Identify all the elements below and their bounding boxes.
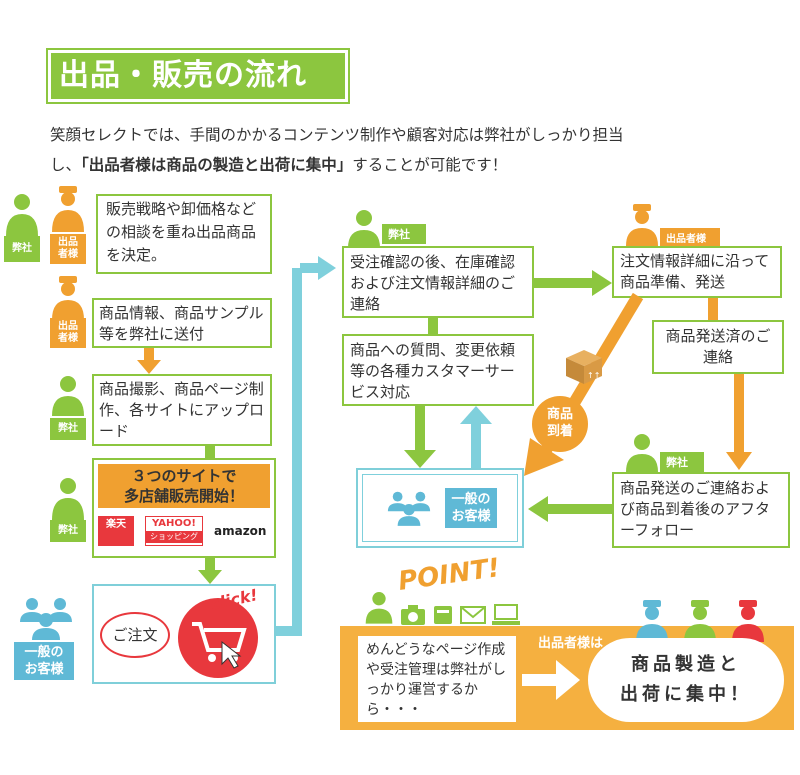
page-title: 出品・販売の流れ [51, 53, 345, 99]
company-tag-2: 弊社 [50, 418, 86, 440]
intro-line-1: 笑顔セレクトでは、手間のかかるコンテンツ制作や顧客対応は弊社がしっかり担当 [50, 120, 750, 150]
step4-line1: ３つのサイトで [98, 466, 270, 486]
seller-box-2: 商品発送済のご連絡 [652, 320, 784, 374]
arrow-down-orange [137, 348, 161, 374]
intro-line-2-post: することが可能です！ [352, 156, 507, 174]
company-tag-5: 弊社 [660, 452, 704, 472]
connector-blue-v [292, 268, 302, 636]
arrow-down-green-2 [404, 406, 436, 468]
arrow-down-orange-2 [726, 374, 752, 470]
customer-box-inner: 一般のお客様 [362, 474, 518, 542]
amazon-logo: amazon [214, 522, 270, 541]
tool-icons [400, 604, 520, 626]
company-tag-4: 弊社 [382, 224, 426, 244]
company-person-icon-2 [50, 374, 86, 416]
seller-tag-3: 出品者様 [660, 228, 720, 246]
intro-line-2: し、「出品者様は商品の製造と出荷に集中」することが可能です！ [50, 150, 750, 180]
customer-group-icon [14, 596, 78, 640]
connector-3 [708, 298, 718, 320]
step4-box: ３つのサイトで 多店舗販売開始！ 楽天 YAHOO! ショッピング amazon [92, 458, 276, 558]
order-speech-bubble: ご注文 [100, 612, 170, 658]
customer-label-2-b: お客様 [451, 508, 490, 525]
arrow-right-white [522, 660, 580, 700]
arrival-badge: 商品 到着 [532, 396, 588, 452]
arrival-badge-b: 到着 [532, 423, 588, 440]
company-box-2: 商品への質問、変更依頼等の各種カスタマーサービス対応 [342, 334, 534, 406]
site-logos: 楽天 YAHOO! ショッピング amazon [98, 516, 270, 546]
company-tag-3: 弊社 [50, 520, 86, 542]
customer-group-icon-2 [383, 486, 435, 530]
intro-line-2-bold: 「出品者様は商品の製造と出荷に集中」 [81, 156, 352, 174]
point-seller-label: 出品者様は [538, 632, 603, 651]
step2-box: 商品情報、商品サンプル等を弊社に送付 [92, 298, 272, 348]
seller-person-icon-3 [624, 204, 660, 246]
customer-tag-b: お客様 [14, 661, 74, 678]
company-person-icon-4 [346, 208, 382, 248]
arrow-left-green [528, 496, 614, 522]
focus-line1: 商品製造と [588, 650, 784, 680]
package-icon: ↑↑ [562, 346, 606, 390]
seller-tag-2: 出品者様 [50, 318, 86, 348]
intro-text: 笑顔セレクトでは、手間のかかるコンテンツ制作や顧客対応は弊社がしっかり担当 し、… [50, 120, 750, 180]
camera-icon [400, 604, 426, 626]
customer-label-2-a: 一般の [451, 491, 490, 508]
connector-2 [428, 318, 438, 334]
yahoo-sub-label: ショッピング [146, 531, 202, 543]
customer-tag-a: 一般の [14, 644, 74, 661]
title-frame: 出品・販売の流れ [46, 48, 350, 104]
seller-person-icon [50, 186, 86, 232]
rakuten-logo: 楽天 [98, 516, 134, 546]
customer-label-2: 一般のお客様 [445, 488, 496, 528]
rakuten-label: 楽天 [106, 519, 126, 530]
mail-icon [460, 604, 486, 626]
step3-box: 商品撮影、商品ページ制作、各サイトにアップロード [92, 374, 272, 446]
customer-tag: 一般のお客様 [14, 642, 74, 680]
point-text-box: めんどうなページ作成や受注管理は弊社がしっかり運営するから・・・ [356, 634, 518, 724]
step4-banner: ３つのサイトで 多店舗販売開始！ [98, 464, 270, 508]
yahoo-logo: YAHOO! ショッピング [145, 516, 203, 546]
seller-icon-green [680, 600, 720, 642]
step4-line2: 多店舗販売開始！ [98, 486, 270, 506]
connector-1 [205, 446, 215, 458]
step1-box: 販売戦略や卸価格などの相談を重ね出品商品を決定。 [96, 194, 272, 274]
seller-group-icons [632, 600, 768, 642]
svg-text:↑↑: ↑↑ [587, 371, 600, 380]
order-box: ご注文 click! [92, 584, 276, 684]
focus-bubble: 商品製造と 出荷に集中！ [588, 638, 784, 722]
seller-tag-2-a: 出品 [50, 318, 86, 333]
seller-person-icon-2 [50, 276, 86, 320]
seller-icon-red [728, 600, 768, 642]
arrow-down-green [198, 558, 222, 584]
intro-line-2-pre: し、 [50, 156, 81, 174]
arrow-right-blue [300, 256, 336, 280]
company-tag: 弊社 [4, 236, 40, 262]
company-person-icon-6 [364, 590, 394, 628]
computer-icon [492, 604, 520, 626]
phone-icon [432, 604, 454, 626]
seller-tag-2-b: 者様 [50, 333, 86, 345]
arrow-up-blue [460, 406, 492, 468]
seller-tag-1-b: 者様 [50, 249, 86, 261]
company-box-3: 商品発送のご連絡および商品到着後のアフターフォロー [612, 472, 790, 548]
company-person-icon-5 [624, 432, 660, 472]
company-box-1: 受注確認の後、在庫確認および注文情報詳細のご連絡 [342, 246, 534, 318]
arrival-badge-a: 商品 [532, 406, 588, 423]
seller-tag-1-a: 出品 [50, 234, 86, 249]
company-person-icon-3 [50, 476, 86, 520]
customer-box: 一般のお客様 [356, 468, 524, 548]
seller-tag-1: 出品者様 [50, 234, 86, 264]
point-heading: POINT! [396, 553, 501, 597]
company-person-icon [4, 192, 40, 236]
seller-icon-blue [632, 600, 672, 642]
focus-line2: 出荷に集中！ [588, 680, 784, 710]
yahoo-label: YAHOO! [146, 517, 202, 531]
